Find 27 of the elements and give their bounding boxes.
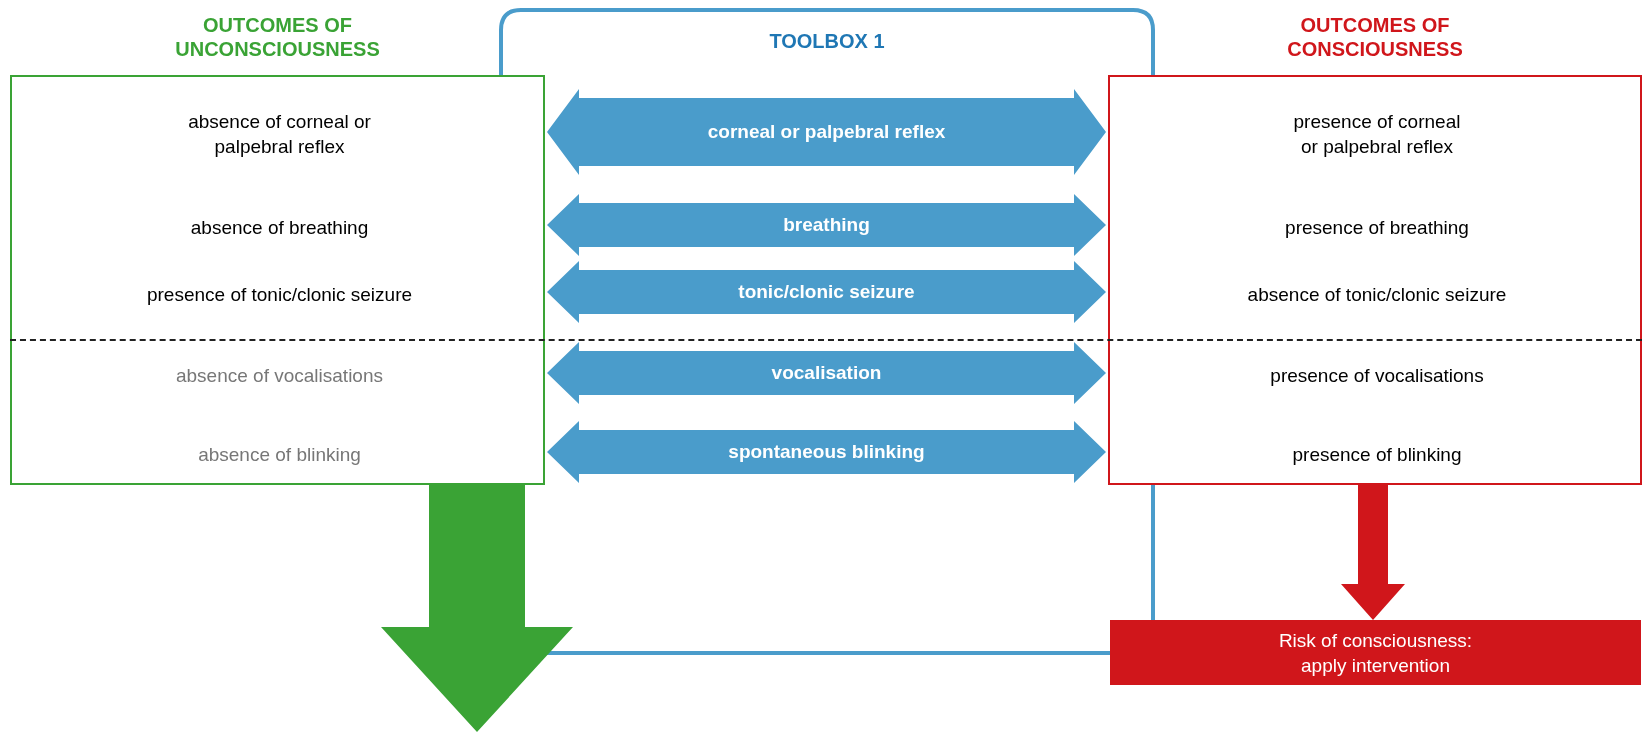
outcome-text: presence of breathing [1285, 215, 1469, 240]
outcome-text: absence of vocalisations [176, 363, 383, 388]
outcome-text: presence of tonic/clonic seizure [146, 282, 413, 307]
outcome-text: absence of corneal or palpebral reflex [187, 110, 372, 159]
double-arrow [547, 342, 1106, 404]
outcome-text: presence of vocalisations [1270, 363, 1484, 388]
outcome-text: presence of blinking [1292, 442, 1462, 467]
intervention-text: Risk of consciousness: apply intervention [1277, 628, 1474, 678]
edge-label: breathing [783, 213, 870, 237]
block-arrow [1341, 485, 1405, 620]
toolbox-title: TOOLBOX 1 [769, 29, 885, 54]
edge-label: tonic/clonic seizure [738, 280, 915, 304]
outcome-text: absence of blinking [198, 442, 361, 467]
panel-heading: OUTCOMES OF UNCONSCIOUSNESS [174, 13, 381, 61]
edge-label: vocalisation [771, 361, 882, 385]
double-arrow [547, 89, 1106, 175]
outcome-text: absence of breathing [190, 215, 369, 240]
intervention-box [1110, 620, 1641, 685]
outcome-text: presence of corneal or palpebral reflex [1292, 110, 1462, 159]
double-arrow [547, 421, 1106, 483]
double-arrow [547, 261, 1106, 323]
edge-label: spontaneous blinking [728, 440, 925, 464]
block-arrow [381, 485, 573, 732]
panel-heading: OUTCOMES OF CONSCIOUSNESS [1286, 13, 1464, 61]
double-arrow [547, 194, 1106, 256]
outcome-text: absence of tonic/clonic seizure [1247, 282, 1507, 307]
edge-label: corneal or palpebral reflex [707, 120, 946, 144]
